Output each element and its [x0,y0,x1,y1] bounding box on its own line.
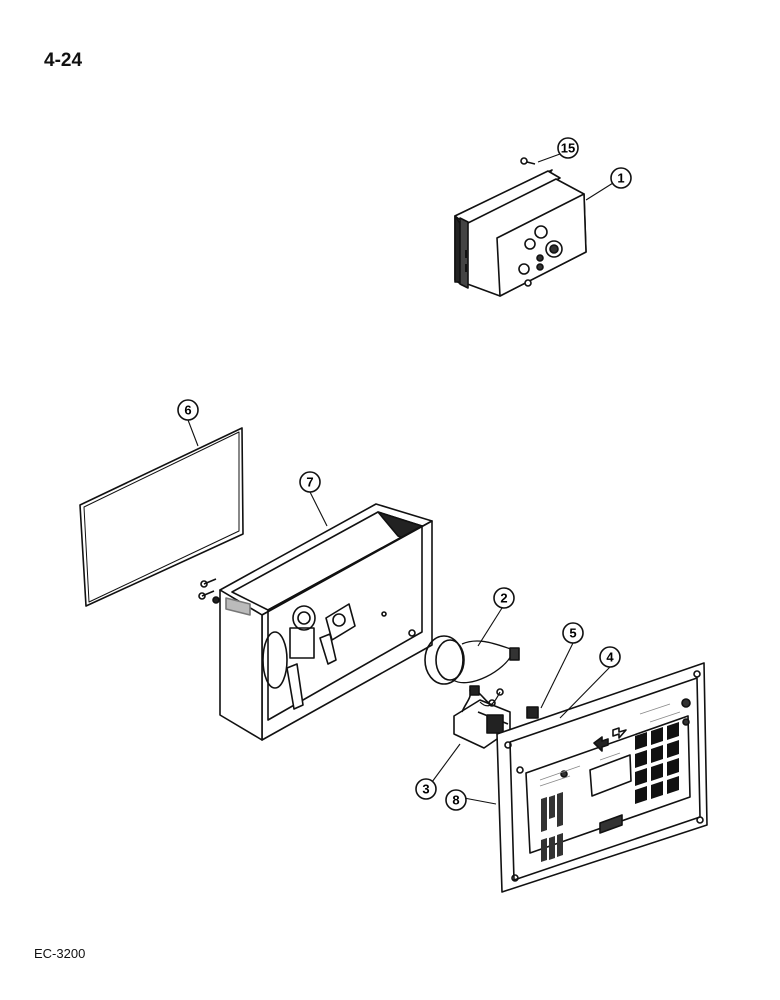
callout-1: 1 [617,171,624,186]
callout-2: 2 [500,591,507,606]
nut-5 [526,706,539,719]
leader-lines [187,153,614,805]
callout-6: 6 [184,403,191,418]
callout-4: 4 [606,650,614,665]
callout-15: 15 [561,141,575,156]
front-panel [496,662,708,893]
buzzer-with-wire [424,635,520,685]
screw-15 [520,157,536,165]
assembled-monitor-housing [454,169,587,297]
footer-code: EC-3200 [34,946,86,961]
callout-8: 8 [452,793,459,808]
box-screws [198,578,220,604]
callout-3: 3 [422,782,429,797]
gasket [79,427,244,607]
callout-7: 7 [306,475,313,490]
callout-circles [177,137,632,811]
callout-5: 5 [569,626,576,641]
housing-box [219,503,433,741]
page-number: 4-24 [44,50,83,71]
